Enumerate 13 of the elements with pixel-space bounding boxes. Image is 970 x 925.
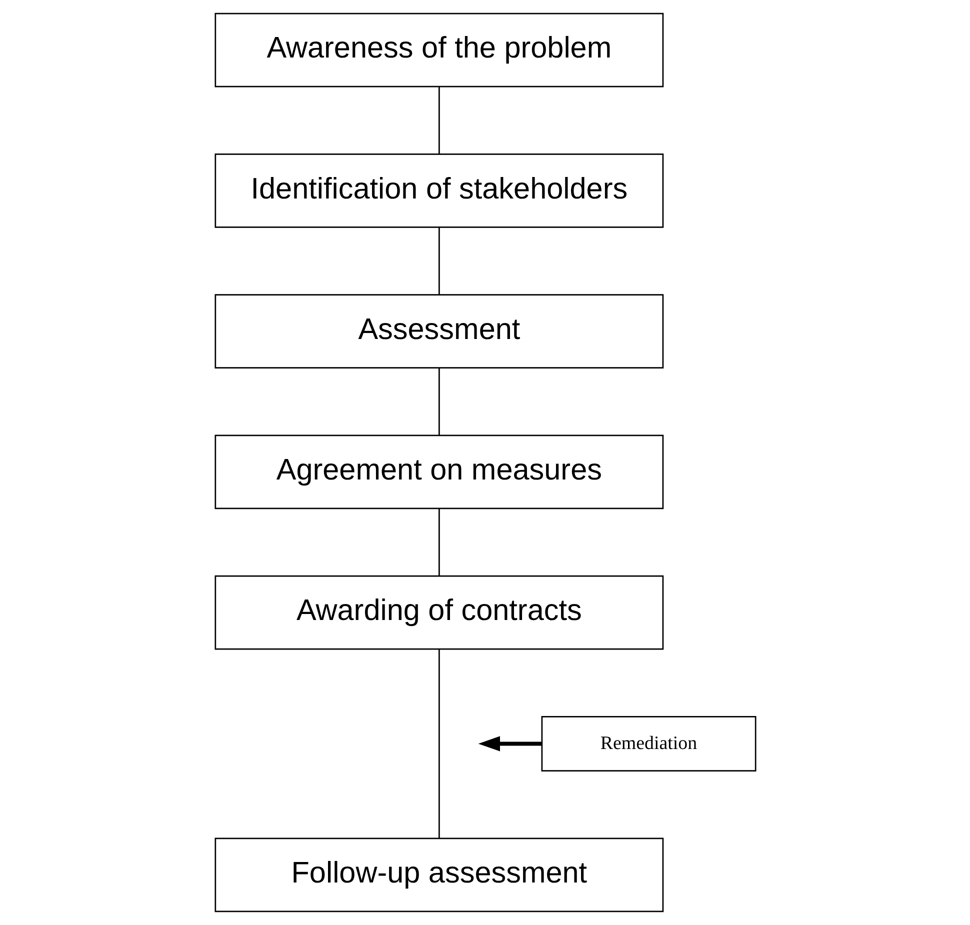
connector xyxy=(438,86,440,154)
node-box: Assessment xyxy=(214,294,664,369)
node-box: Awareness of the problem xyxy=(214,12,664,88)
connector xyxy=(438,227,440,294)
node-box: Remediation xyxy=(540,716,756,772)
node-box: Identification of stakeholders xyxy=(214,154,664,228)
node-box: Awarding of contracts xyxy=(214,575,664,650)
connector xyxy=(438,650,440,838)
connector xyxy=(438,368,440,436)
node-box: Agreement on measures xyxy=(214,434,664,510)
arrow xyxy=(478,736,542,752)
node-box: Follow-up assessment xyxy=(214,838,664,912)
connector xyxy=(438,508,440,576)
